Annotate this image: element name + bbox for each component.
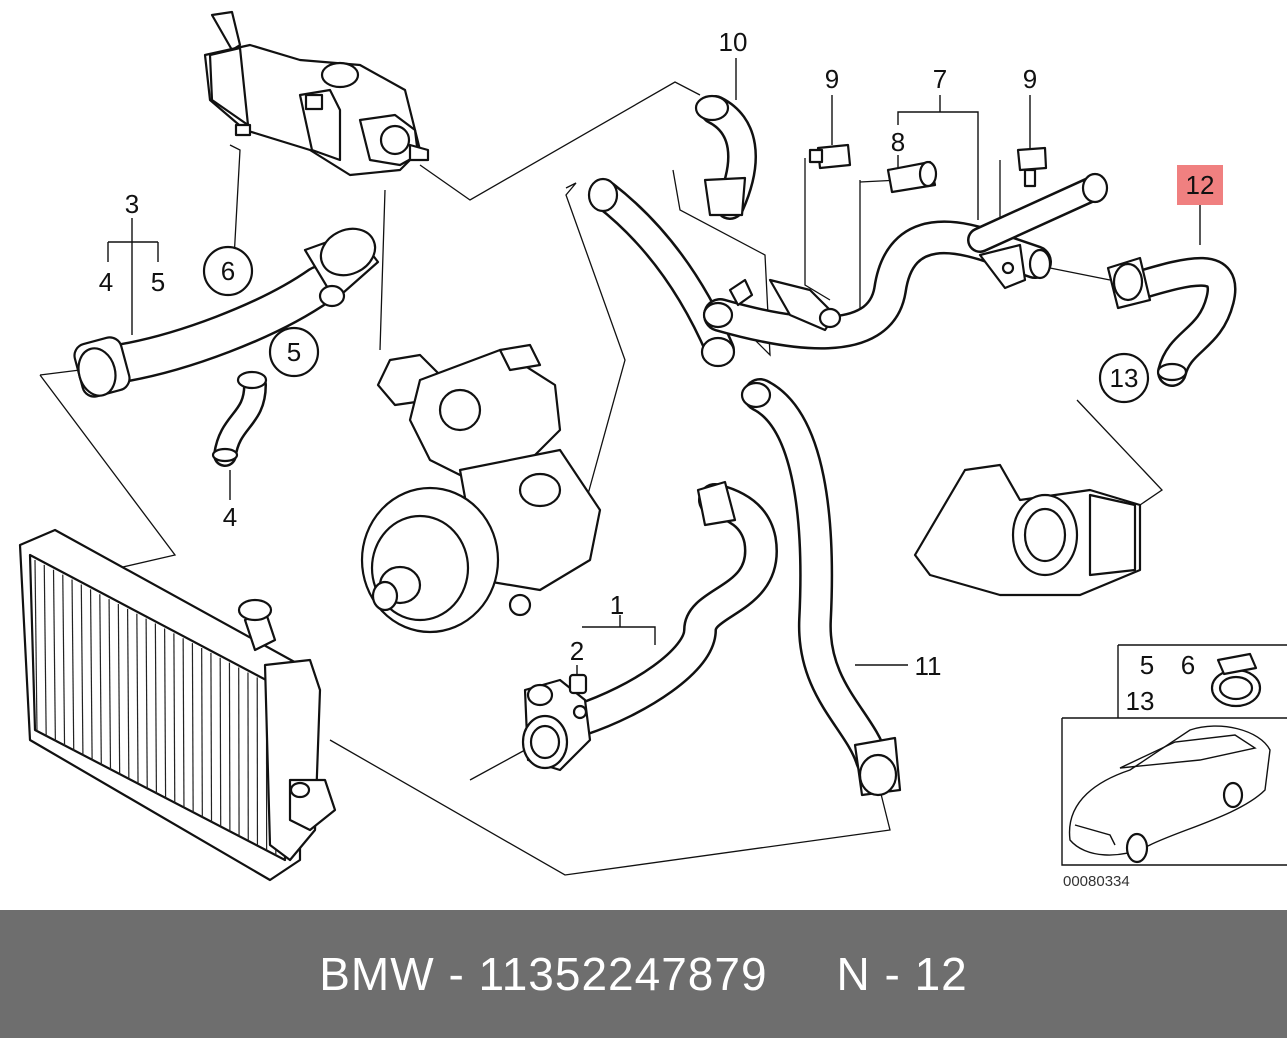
hose-4-icon [211, 370, 268, 467]
car-outline-icon [1068, 725, 1271, 864]
callout-5-circle: 5 [287, 337, 301, 367]
bolt-2-icon [568, 673, 588, 695]
expansion-tank-icon [203, 10, 430, 177]
radiator-fin [136, 613, 139, 785]
radiator-fin [108, 599, 112, 770]
hose-10-icon [694, 94, 757, 220]
callout-1: 1 [610, 590, 624, 620]
radiator-fin [99, 594, 102, 766]
radiator-fin [71, 579, 75, 751]
callout-5-upper: 5 [151, 267, 165, 297]
radiator-icon [18, 528, 337, 882]
radiator-fin [80, 584, 84, 756]
bolt-9-right-icon [1016, 146, 1048, 188]
callout-4-upper: 4 [99, 267, 113, 297]
radiator-fin [52, 569, 56, 742]
radiator-fin [43, 564, 47, 737]
auxiliary-water-pump-icon [913, 463, 1142, 597]
bolt-9-left-icon [808, 143, 852, 170]
callout-labels: 1 2 3 4 4 5 5 6 7 8 9 9 10 11 12 13 5 6 … [99, 27, 1215, 890]
footer-separator: - [448, 948, 465, 1000]
footer-brand: BMW [319, 948, 435, 1000]
radiator-fin [191, 643, 194, 813]
callout-11: 11 [915, 651, 942, 681]
inset-label-5: 5 [1140, 650, 1154, 680]
highlight-12 [1177, 165, 1223, 205]
radiator-fin [62, 574, 66, 747]
callout-9-right: 9 [1023, 64, 1037, 94]
radiator-fin [117, 603, 121, 775]
hose-11-icon [740, 378, 902, 797]
callout-9-left: 9 [825, 64, 839, 94]
radiator-fin [219, 657, 222, 827]
footer-position-prefix: N [836, 948, 871, 1000]
radiator-fin [182, 638, 185, 808]
radiator-fin [210, 652, 213, 823]
water-pump-assembly-icon [360, 343, 602, 634]
hose-1-icon [521, 480, 778, 772]
callout-13-circle: 13 [1110, 363, 1139, 393]
callout-8: 8 [891, 127, 905, 157]
callout-10: 10 [719, 27, 748, 57]
inset-label-13: 13 [1126, 686, 1155, 716]
radiator-fin [126, 608, 130, 780]
hose-clamp-icon [1210, 652, 1262, 708]
footer-separator-2: - [884, 948, 901, 1000]
radiator-fin [173, 633, 176, 804]
radiator-fin [201, 647, 203, 818]
bolt-8-icon [886, 160, 938, 194]
callout-7: 7 [933, 64, 947, 94]
radiator-fin [164, 628, 167, 799]
callout-4-lower: 4 [223, 502, 237, 532]
radiator-fin [145, 618, 148, 789]
inset-box [1061, 644, 1287, 866]
callout-3: 3 [125, 189, 139, 219]
cooling-system-diagram: 1 2 3 4 4 5 5 6 7 8 9 9 10 11 12 13 5 6 … [18, 10, 1287, 890]
pipe-7-assembly-icon [587, 172, 1109, 368]
radiator-fin [154, 623, 158, 794]
hose-3-icon [73, 227, 380, 398]
hose-12-icon [1106, 256, 1237, 387]
drawing-number: 00080334 [1063, 873, 1130, 890]
callout-2: 2 [570, 636, 584, 666]
footer-position: 12 [914, 948, 968, 1000]
radiator-fin [89, 589, 93, 761]
callout-12-highlighted: 12 [1186, 170, 1215, 200]
inset-label-6: 6 [1181, 650, 1195, 680]
footer-part-number: 11352247879 [478, 948, 768, 1000]
callout-6-circle: 6 [221, 256, 235, 286]
callout-circles [202, 245, 1150, 404]
radiator-fin [34, 559, 38, 733]
leader-lines [39, 81, 1163, 876]
part-number-footer: BMW - 11352247879 N - 12 [0, 910, 1287, 1038]
